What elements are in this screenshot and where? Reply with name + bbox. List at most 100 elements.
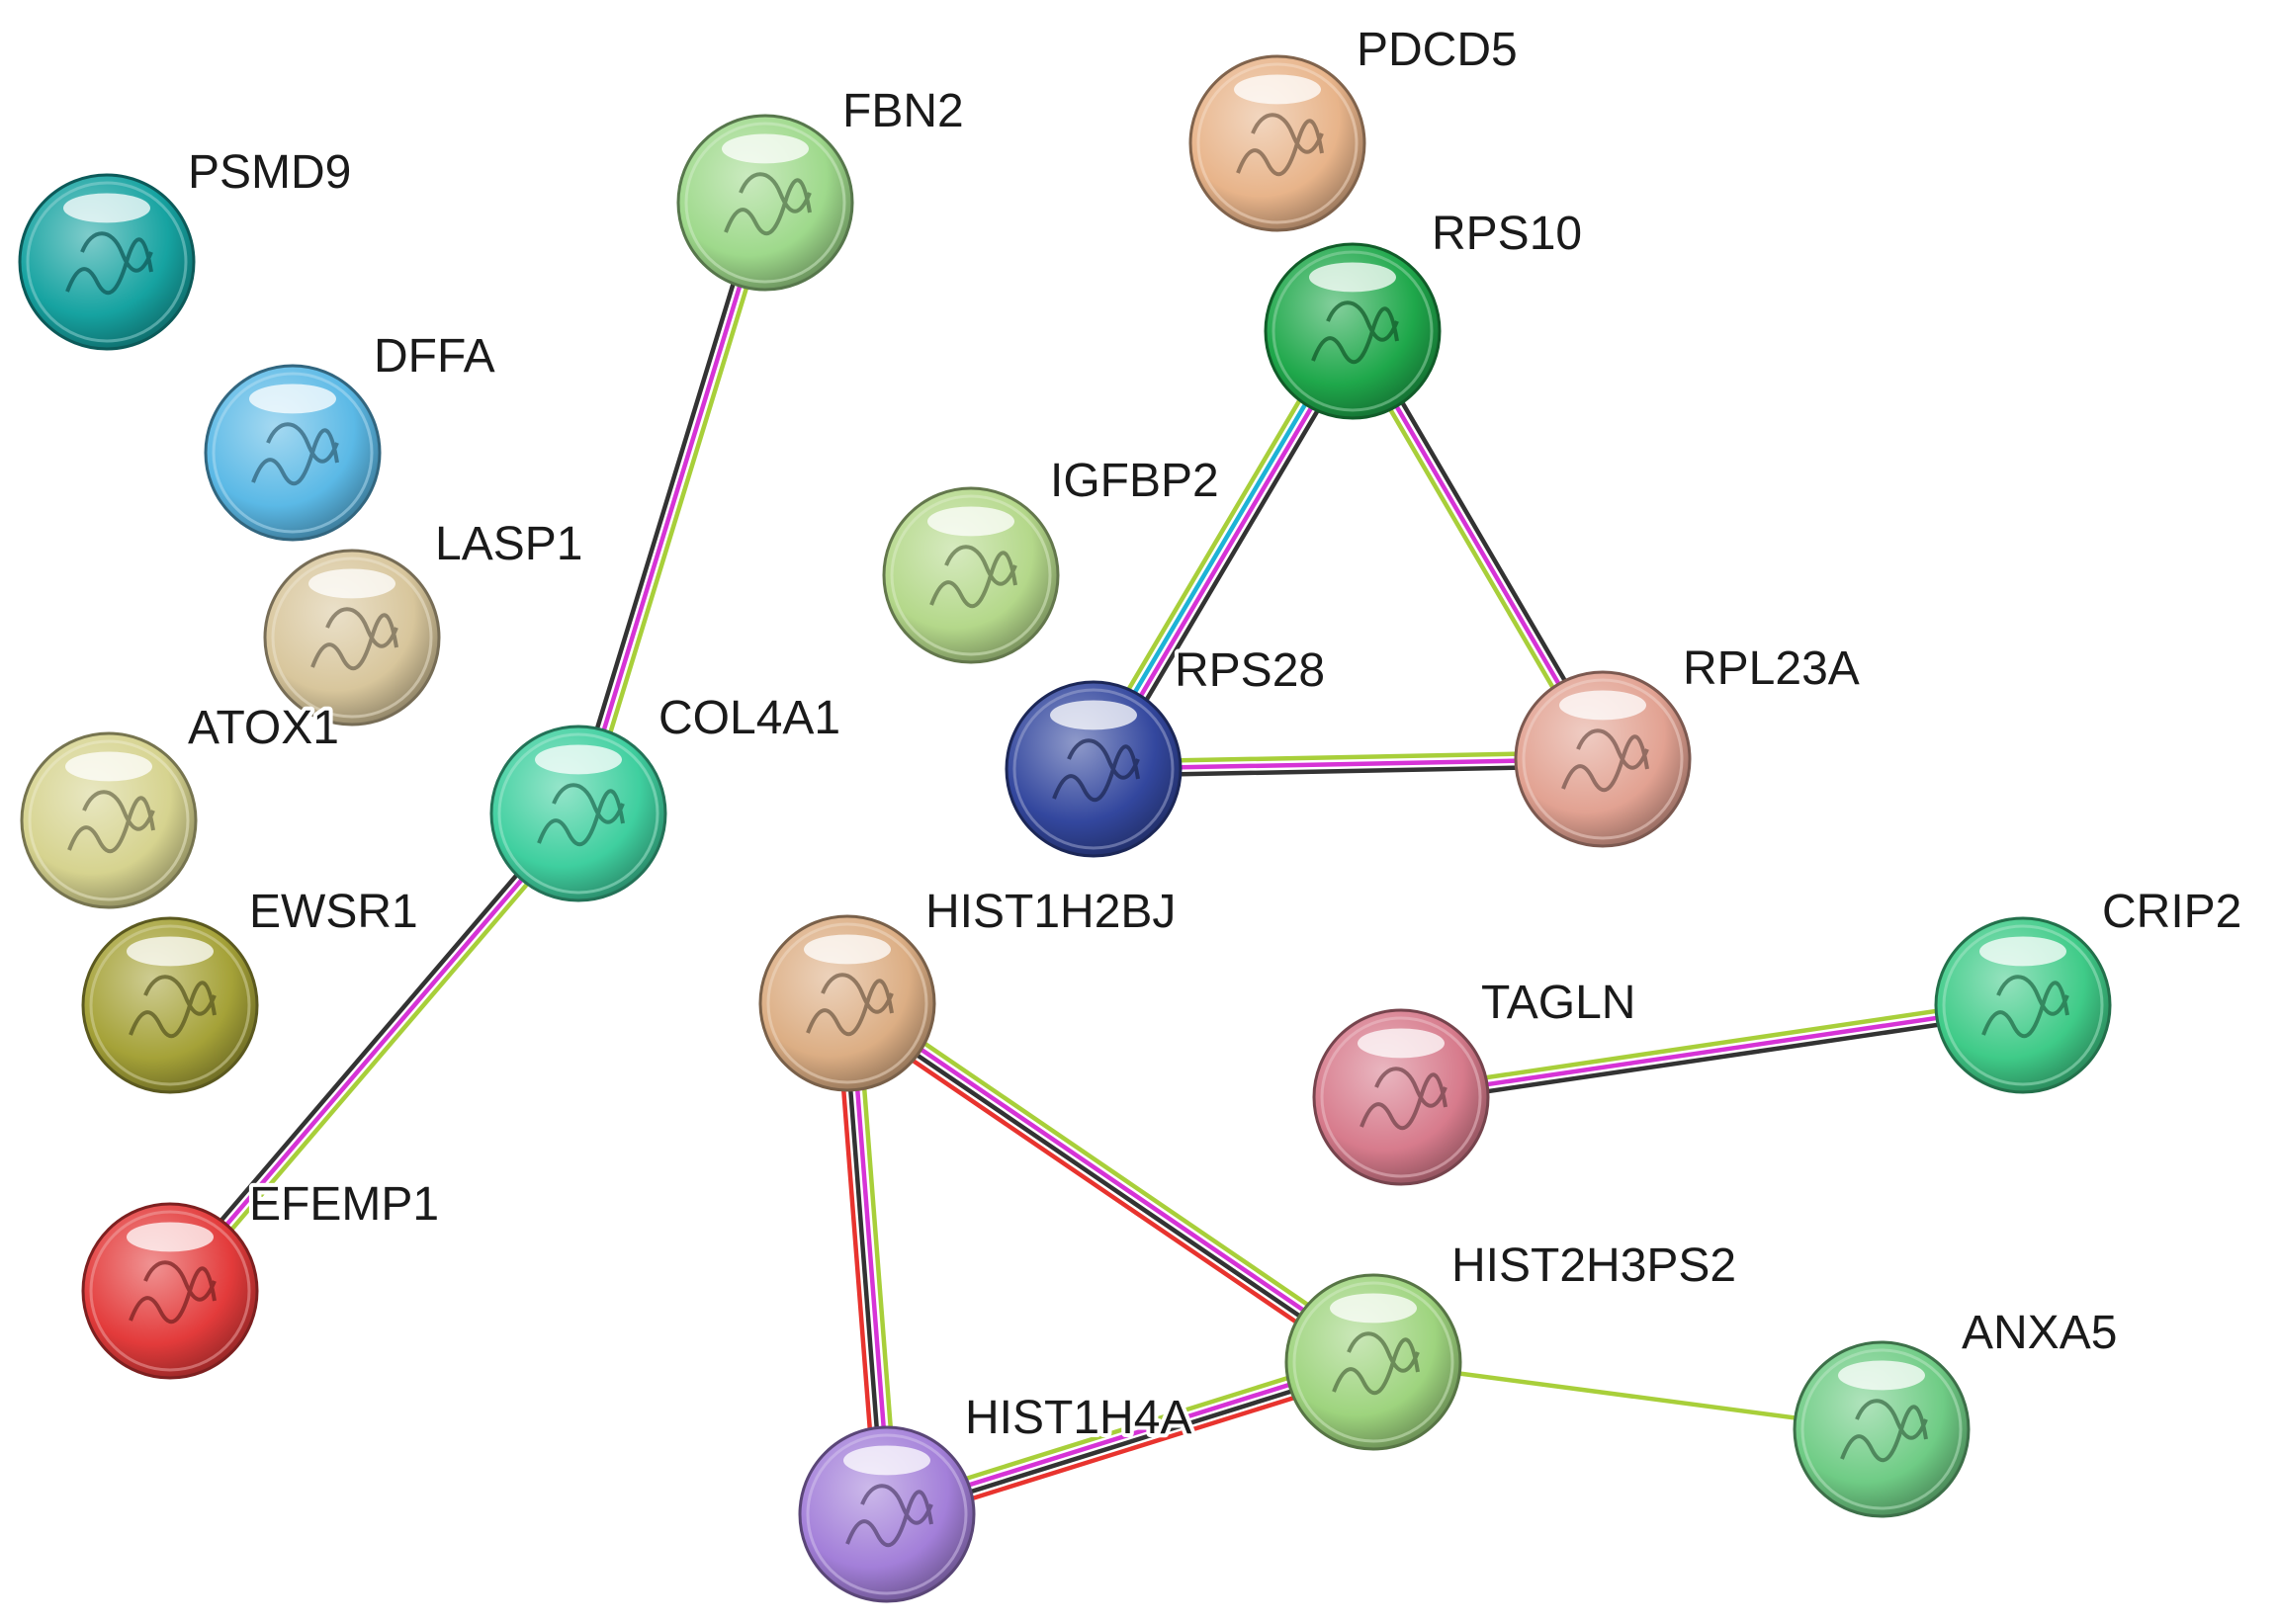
- edge-evidence-line: [173, 815, 586, 1298]
- node-label-crip2: CRIP2: [2102, 886, 2241, 938]
- node-sphere-rim: [1196, 62, 1359, 224]
- node-sphere-rim: [89, 924, 251, 1086]
- node-sphere-rim: [1012, 688, 1175, 850]
- node-sphere-body: [676, 114, 854, 292]
- node-label-rpl23a: RPL23A: [1683, 642, 1860, 695]
- node-sphere-rim: [28, 739, 190, 901]
- node-pdcd5[interactable]: [1188, 54, 1366, 232]
- node-sphere-rim: [1272, 250, 1434, 412]
- node-sphere-body: [882, 486, 1060, 664]
- node-col4a1[interactable]: [489, 725, 667, 902]
- node-sphere-body: [1793, 1340, 1971, 1518]
- protein-structure-icon: [1332, 1331, 1420, 1396]
- node-anxa5[interactable]: [1793, 1340, 1971, 1518]
- node-label-rps10: RPS10: [1432, 208, 1582, 260]
- protein-structure-icon: [806, 973, 894, 1037]
- node-label-dffa: DFFA: [374, 330, 495, 383]
- edge-col4a1-efemp1[interactable]: [162, 807, 586, 1298]
- node-hist1h2bj[interactable]: [758, 914, 936, 1092]
- protein-structure-icon: [1840, 1399, 1928, 1463]
- node-sphere-body: [263, 549, 441, 727]
- node-atox1[interactable]: [20, 731, 198, 909]
- edge-evidence-line: [846, 997, 1378, 1362]
- node-sphere-rim: [890, 494, 1052, 656]
- protein-structure-icon: [129, 1260, 217, 1325]
- protein-structure-icon: [67, 790, 155, 854]
- node-sphere-highlight: [1358, 1028, 1445, 1059]
- edge-evidence-line: [162, 807, 575, 1289]
- node-sphere-highlight: [804, 934, 891, 965]
- node-sphere-highlight: [722, 133, 809, 164]
- node-dffa[interactable]: [204, 364, 382, 542]
- node-sphere-rim: [766, 922, 928, 1084]
- node-sphere-body: [1514, 670, 1692, 848]
- node-sphere-highlight: [65, 751, 152, 782]
- node-sphere-body: [1284, 1273, 1462, 1451]
- node-label-anxa5: ANXA5: [1962, 1307, 2117, 1359]
- node-hist1h4a[interactable]: [798, 1425, 976, 1603]
- edges-layer: [162, 198, 2027, 1527]
- protein-structure-icon: [845, 1484, 933, 1548]
- node-sphere-highlight: [1979, 936, 2066, 967]
- edge-evidence-line: [842, 1003, 1374, 1368]
- node-sphere-rim: [1320, 1016, 1482, 1178]
- node-fbn2[interactable]: [676, 114, 854, 292]
- node-sphere-rim: [89, 1210, 251, 1372]
- node-label-efemp1: EFEMP1: [249, 1178, 439, 1231]
- protein-structure-icon: [724, 172, 812, 236]
- node-rps10[interactable]: [1264, 242, 1442, 420]
- node-sphere-body: [1188, 54, 1366, 232]
- node-sphere-body: [1312, 1008, 1490, 1186]
- node-sphere-highlight: [1838, 1360, 1925, 1391]
- node-efemp1[interactable]: [81, 1202, 259, 1380]
- node-psmd9[interactable]: [18, 173, 196, 351]
- node-lasp1[interactable]: [263, 549, 441, 727]
- node-label-hist2h3ps2: HIST2H3PS2: [1451, 1239, 1736, 1292]
- edge-evidence-line: [1397, 995, 2025, 1093]
- protein-structure-icon: [1052, 738, 1140, 803]
- edge-col4a1-fbn2[interactable]: [570, 198, 774, 818]
- edge-evidence-line: [850, 992, 1382, 1356]
- protein-structure-icon: [1359, 1067, 1447, 1131]
- node-sphere-highlight: [308, 568, 395, 599]
- node-sphere-rim: [212, 372, 374, 534]
- edge-evidence-line: [1399, 1009, 2027, 1107]
- edge-hist1h2bj-hist2h3ps2[interactable]: [838, 992, 1382, 1373]
- node-rps28[interactable]: [1005, 680, 1183, 858]
- node-hist2h3ps2[interactable]: [1284, 1273, 1462, 1451]
- node-sphere-highlight: [249, 384, 336, 414]
- labels-layer: PSMD9DFFALASP1ATOX1EWSR1EFEMP1COL4A1FBN2…: [184, 20, 2245, 1448]
- node-sphere-rim: [497, 732, 659, 895]
- node-sphere-rim: [1522, 678, 1684, 840]
- edge-tagln-crip2[interactable]: [1397, 995, 2027, 1107]
- protein-structure-icon: [65, 231, 153, 296]
- node-sphere-highlight: [1559, 690, 1646, 721]
- node-label-rps28: RPS28: [1175, 644, 1325, 697]
- edge-evidence-line: [838, 1009, 1370, 1373]
- protein-structure-icon: [251, 422, 339, 486]
- node-label-atox1: ATOX1: [188, 702, 339, 754]
- node-sphere-body: [1005, 680, 1183, 858]
- protein-structure-icon: [1981, 975, 2069, 1039]
- node-label-col4a1: COL4A1: [658, 692, 840, 744]
- node-sphere-rim: [26, 181, 188, 343]
- edge-evidence-line: [582, 202, 774, 818]
- node-sphere-body: [204, 364, 382, 542]
- node-sphere-rim: [1942, 924, 2104, 1086]
- node-sphere-body: [1264, 242, 1442, 420]
- node-sphere-highlight: [927, 506, 1014, 537]
- node-tagln[interactable]: [1312, 1008, 1490, 1186]
- node-igfbp2[interactable]: [882, 486, 1060, 664]
- node-sphere-highlight: [843, 1445, 930, 1476]
- node-label-lasp1: LASP1: [435, 518, 582, 570]
- node-sphere-highlight: [127, 1222, 214, 1252]
- nodes-layer: [18, 54, 2112, 1603]
- protein-structure-icon: [537, 783, 625, 847]
- node-rpl23a[interactable]: [1514, 670, 1692, 848]
- node-crip2[interactable]: [1934, 916, 2112, 1094]
- node-sphere-highlight: [1330, 1293, 1417, 1324]
- node-sphere-highlight: [63, 193, 150, 223]
- node-ewsr1[interactable]: [81, 916, 259, 1094]
- node-sphere-body: [81, 916, 259, 1094]
